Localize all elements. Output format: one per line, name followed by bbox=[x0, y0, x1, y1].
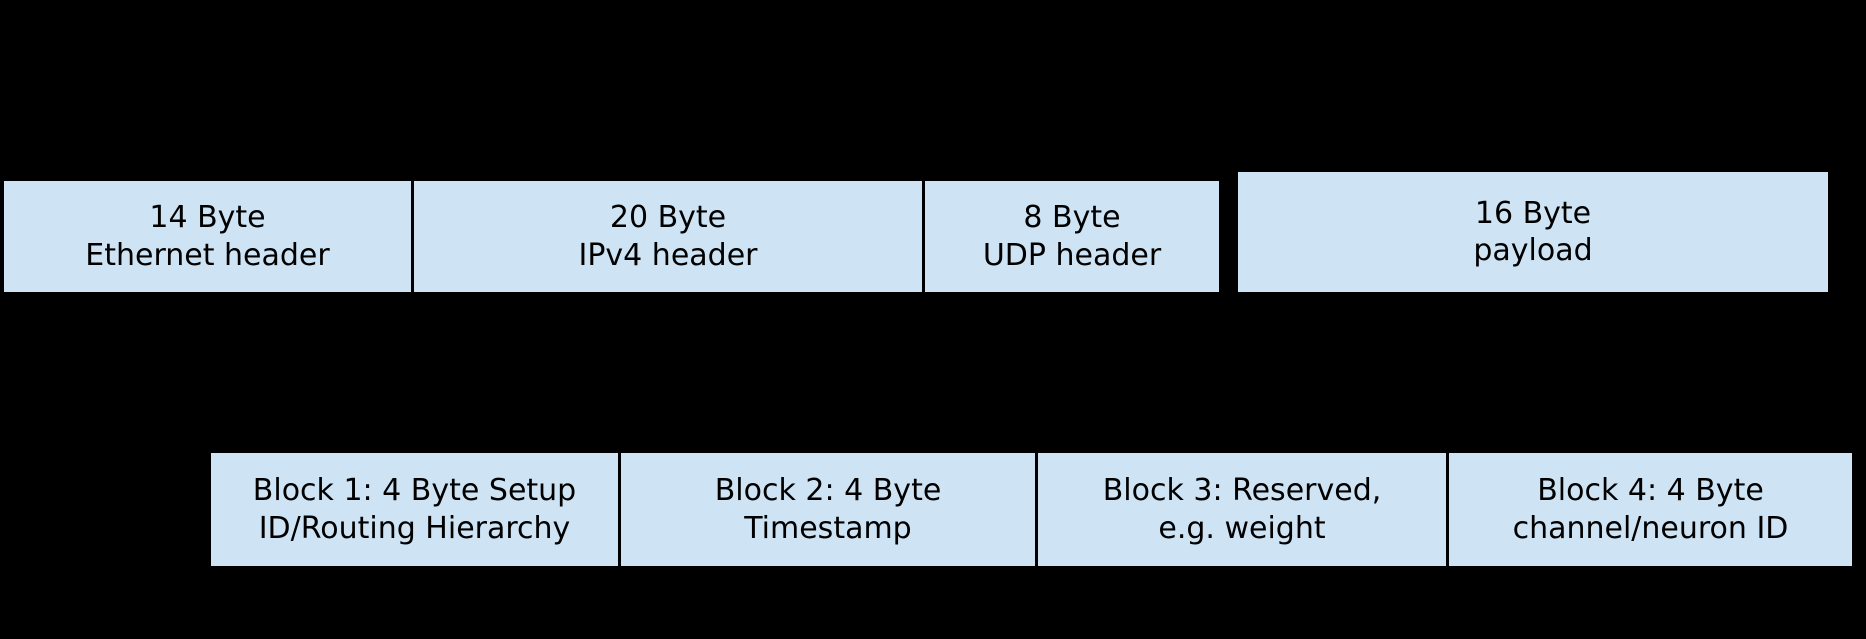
payload-block-3: Block 3: Reserved, e.g. weight bbox=[1038, 453, 1449, 566]
packet-cell-payload: 16 Byte payload bbox=[1238, 172, 1828, 292]
packet-cell-ipv4-header-line2: IPv4 header bbox=[578, 237, 758, 273]
packet-cell-payload-line1: 16 Byte bbox=[1474, 195, 1592, 231]
payload-block-2-line1: Block 2: 4 Byte bbox=[714, 473, 942, 509]
payload-block-row: Block 1: 4 Byte Setup ID/Routing Hierarc… bbox=[211, 453, 1852, 566]
packet-cell-payload-line2: payload bbox=[1473, 233, 1593, 268]
packet-cell-udp-header-line2: UDP header bbox=[982, 237, 1162, 273]
packet-cell-ipv4-header: 20 Byte IPv4 header bbox=[414, 181, 925, 292]
payload-block-1-line2: ID/Routing Hierarchy bbox=[258, 510, 571, 546]
payload-block-1-line1: Block 1: 4 Byte Setup bbox=[252, 473, 577, 509]
payload-block-4-line2: channel/neuron ID bbox=[1512, 510, 1789, 546]
payload-block-4: Block 4: 4 Byte channel/neuron ID bbox=[1449, 453, 1852, 566]
packet-cell-ethernet-header: 14 Byte Ethernet header bbox=[4, 181, 414, 292]
payload-block-2-line2: Timestamp bbox=[744, 510, 912, 546]
payload-block-2: Block 2: 4 Byte Timestamp bbox=[621, 453, 1038, 566]
payload-block-3-line1: Block 3: Reserved, bbox=[1102, 473, 1382, 509]
payload-block-3-line2: e.g. weight bbox=[1158, 510, 1326, 546]
payload-block-1: Block 1: 4 Byte Setup ID/Routing Hierarc… bbox=[211, 453, 621, 566]
packet-row: 14 Byte Ethernet header 20 Byte IPv4 hea… bbox=[4, 172, 1828, 292]
packet-cell-udp-header: 8 Byte UDP header bbox=[925, 181, 1222, 292]
packet-cell-ipv4-header-line1: 20 Byte bbox=[609, 200, 727, 236]
packet-cell-ethernet-header-line2: Ethernet header bbox=[85, 237, 330, 273]
packet-cell-ethernet-header-line1: 14 Byte bbox=[149, 200, 266, 236]
payload-block-4-line1: Block 4: 4 Byte bbox=[1537, 473, 1764, 509]
packet-cell-udp-header-line1: 8 Byte bbox=[1023, 200, 1121, 236]
